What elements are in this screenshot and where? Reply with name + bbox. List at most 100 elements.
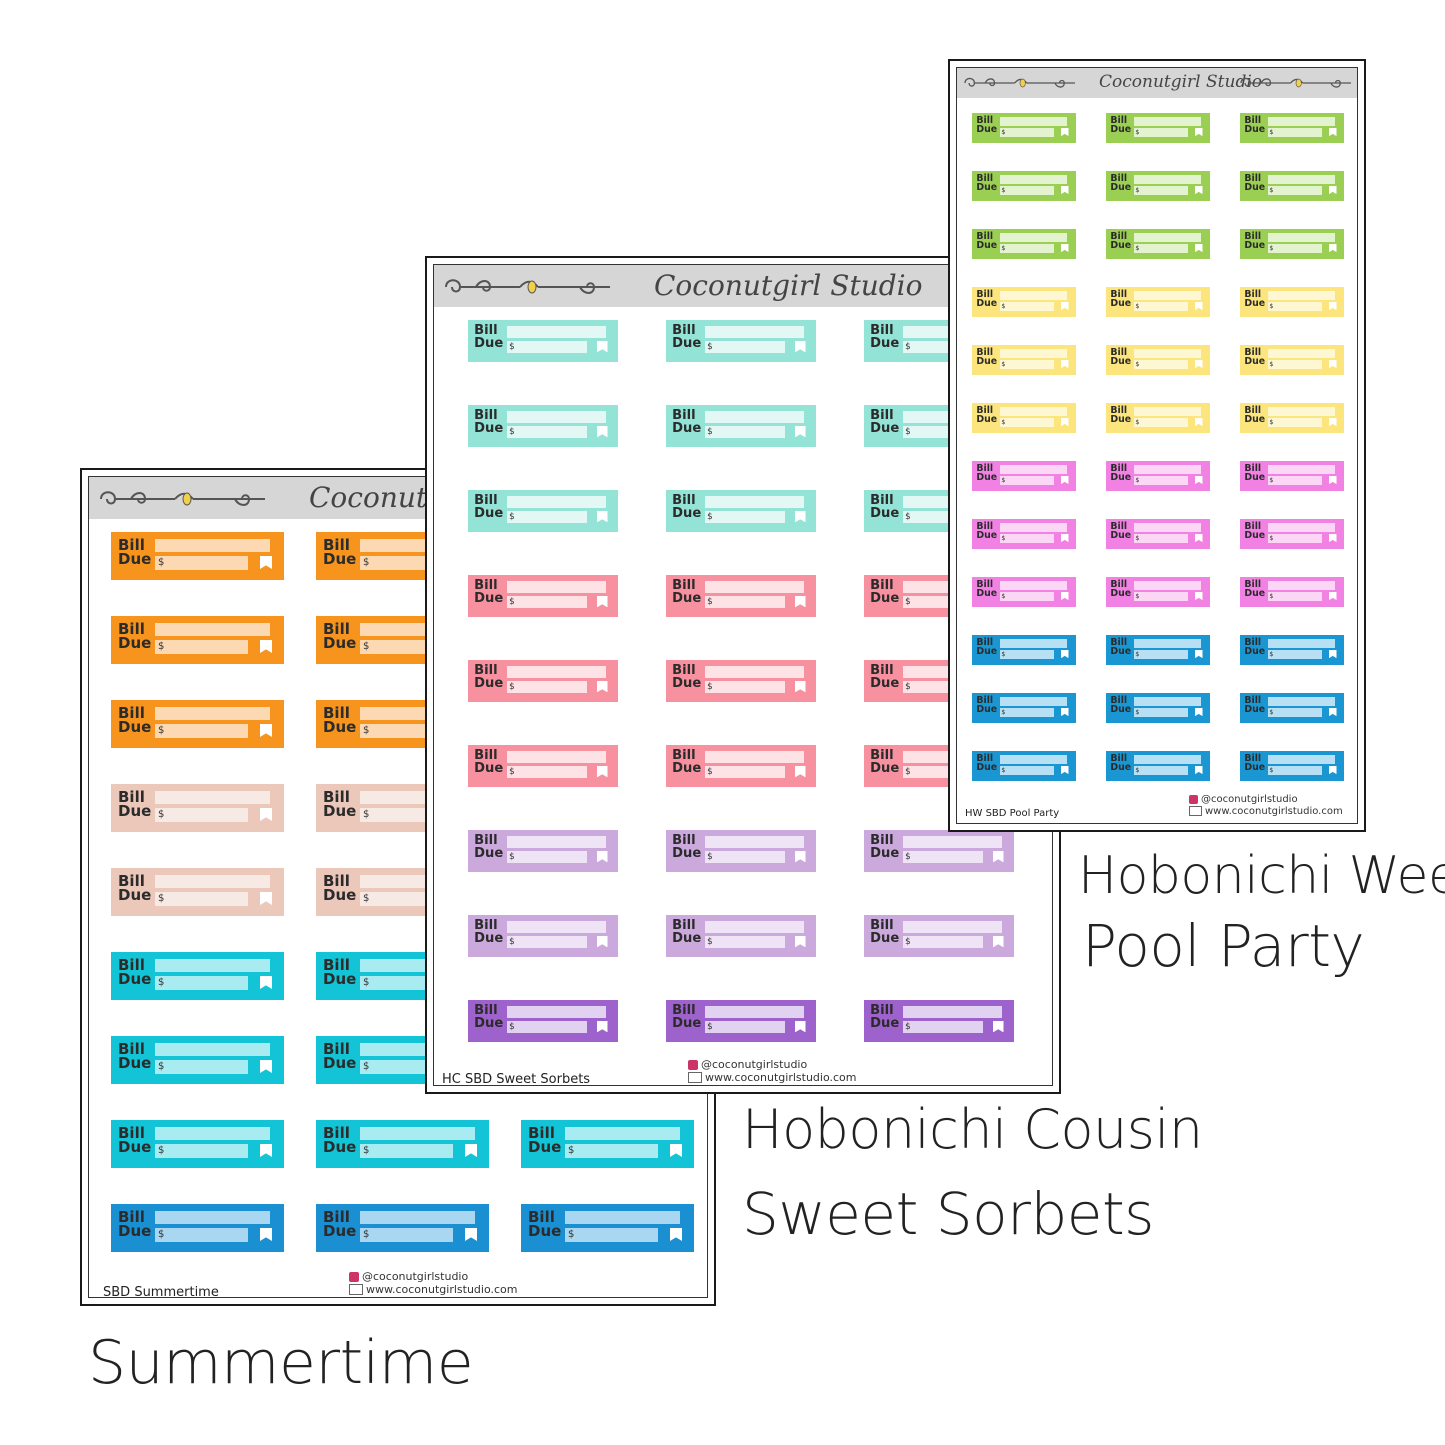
sticker-label-due: Due: [474, 1015, 504, 1031]
dollar-sign: $: [509, 426, 515, 437]
flourish-icon: [100, 491, 265, 506]
write-line-top: [704, 326, 804, 338]
sticker-label-due: Due: [976, 471, 998, 483]
write-line-amount: [506, 681, 587, 694]
sticker-label-due: Due: [528, 1138, 562, 1157]
sticker-label-due: Due: [118, 1222, 152, 1241]
sticker-label-due: Due: [1244, 761, 1266, 773]
bookmark-flag-icon: [1061, 360, 1069, 369]
sticker-label-due: Due: [976, 297, 998, 309]
bookmark-flag-icon: [260, 1228, 272, 1241]
write-line-amount: [1133, 186, 1188, 195]
write-line-top: [902, 921, 1002, 933]
bookmark-flag-icon: [1329, 186, 1337, 195]
write-line-amount: [704, 681, 785, 694]
write-line-amount: [1133, 650, 1188, 659]
write-line-amount: [1267, 302, 1322, 311]
sticker-label-bill: Bill: [323, 872, 350, 890]
write-line-top: [704, 1006, 804, 1018]
sticker-label-bill: Bill: [976, 346, 994, 358]
sticker-label-bill: Bill: [1244, 172, 1262, 184]
dollar-sign: $: [905, 1021, 911, 1032]
write-line-top: [1267, 117, 1336, 126]
dollar-sign: $: [158, 1061, 165, 1072]
sticker-label-bill: Bill: [1244, 752, 1262, 764]
sticker-label-due: Due: [672, 930, 702, 946]
dollar-sign: $: [707, 1021, 713, 1032]
write-line-top: [360, 1127, 475, 1140]
bookmark-flag-icon: [1329, 708, 1337, 717]
bookmark-flag-icon: [1329, 418, 1337, 427]
sheet-name: HC SBD Sweet Sorbets: [442, 1072, 591, 1086]
sticker-label-bill: Bill: [976, 172, 994, 184]
sticker-label-due: Due: [474, 675, 504, 691]
brand-logo: Coconutgirl Studio: [1099, 72, 1262, 92]
sticker-label-bill: Bill: [1110, 694, 1128, 706]
dollar-sign: $: [1001, 650, 1006, 658]
sticker-label-due: Due: [672, 675, 702, 691]
sticker-label-bill: Bill: [1110, 404, 1128, 416]
write-line-amount: [565, 1144, 658, 1158]
bookmark-flag-icon: [795, 936, 806, 948]
sticker-label-due: Due: [323, 550, 357, 569]
sticker-label-bill: Bill: [323, 620, 350, 638]
sticker-label-bill: Bill: [118, 704, 145, 722]
dollar-sign: $: [158, 893, 165, 904]
sticker-label-due: Due: [474, 335, 504, 351]
dollar-sign: $: [363, 1145, 370, 1156]
sticker-label-due: Due: [1110, 587, 1132, 599]
write-line-amount: [1267, 592, 1322, 601]
caption-pool-party-line1: Hobonichi Weeks: [1078, 846, 1445, 906]
dollar-sign: $: [568, 1229, 575, 1240]
instagram-icon: [688, 1060, 698, 1070]
dollar-sign: $: [1269, 708, 1274, 716]
write-line-amount: [999, 650, 1054, 659]
write-line-amount: [506, 341, 587, 354]
credits: @coconutgirlstudio www.coconutgirlstudio…: [1189, 794, 1343, 817]
credits: @coconutgirlstudio www.coconutgirlstudio…: [688, 1058, 857, 1084]
dollar-sign: $: [363, 557, 370, 568]
write-line-top: [1133, 407, 1202, 416]
bookmark-flag-icon: [260, 724, 272, 737]
write-line-top: [1133, 349, 1202, 358]
dollar-sign: $: [1269, 360, 1274, 368]
sticker-label-bill: Bill: [870, 663, 894, 679]
sticker-label-bill: Bill: [323, 956, 350, 974]
write-line-top: [1133, 639, 1202, 648]
sticker-label-due: Due: [118, 886, 152, 905]
write-line-amount: [1133, 360, 1188, 369]
sticker-label-bill: Bill: [474, 1003, 498, 1019]
bookmark-flag-icon: [795, 851, 806, 863]
dollar-sign: $: [707, 681, 713, 692]
dollar-sign: $: [707, 851, 713, 862]
bookmark-flag-icon: [260, 556, 272, 569]
sticker-label-due: Due: [870, 1015, 900, 1031]
bookmark-flag-icon: [1329, 302, 1337, 311]
sticker-label-bill: Bill: [976, 636, 994, 648]
bookmark-flag-icon: [597, 681, 608, 693]
